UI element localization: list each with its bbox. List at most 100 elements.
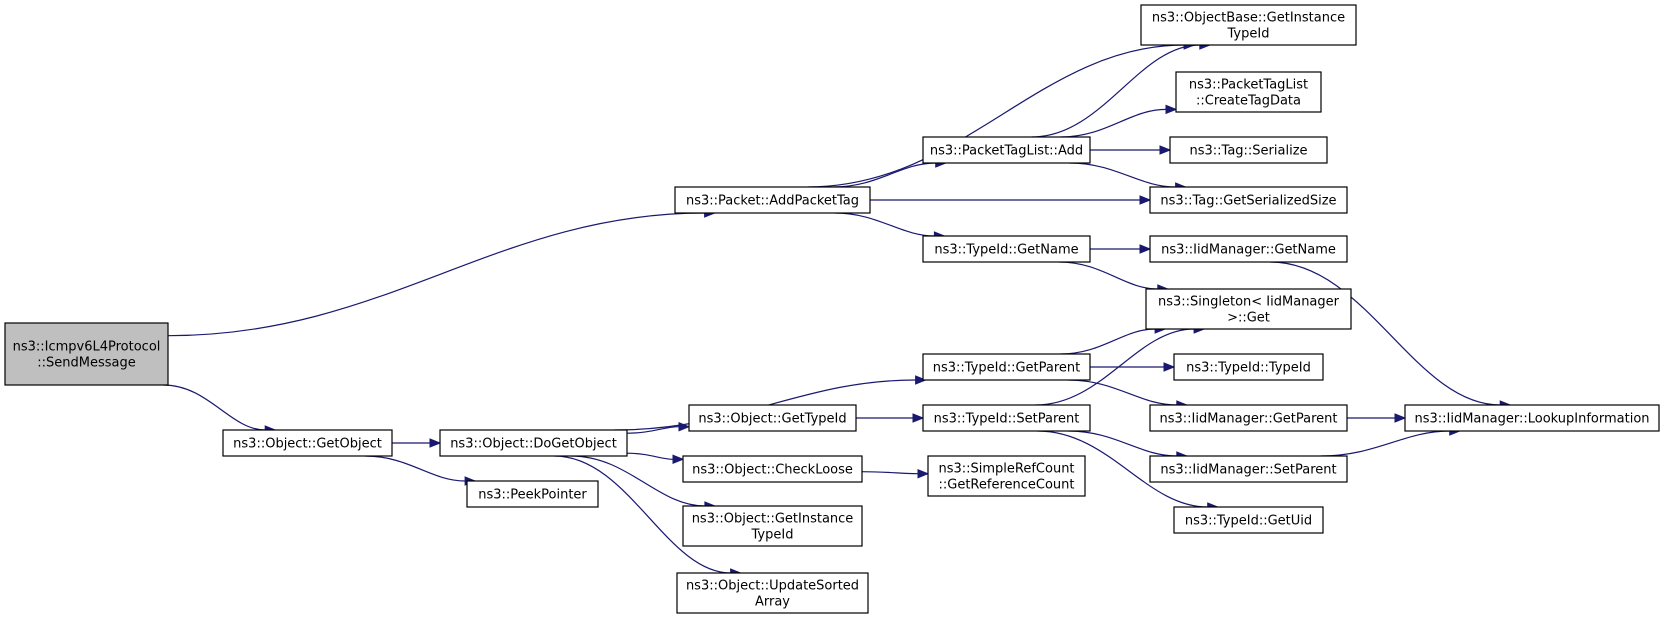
- node-label-line: ns3::Tag::Serialize: [1189, 144, 1307, 159]
- node-get-reference-count[interactable]: ns3::SimpleRefCount::GetReferenceCount: [927, 455, 1086, 497]
- node-type-id-get-name[interactable]: ns3::TypeId::GetName: [922, 235, 1091, 263]
- edge-arrowhead: [1139, 244, 1152, 254]
- node-do-get-object[interactable]: ns3::Object::DoGetObject: [439, 429, 628, 457]
- node-label-line: TypeId: [1227, 27, 1270, 42]
- node-label-line: ns3::TypeId::GetUid: [1185, 514, 1312, 529]
- node-tag-get-serialized-size[interactable]: ns3::Tag::GetSerializedSize: [1149, 186, 1348, 214]
- edge-get-object-to-do-get-object: [392, 438, 442, 448]
- edge-arrowhead: [917, 468, 930, 479]
- edge-arrowhead: [1139, 195, 1152, 205]
- node-box: [922, 404, 1091, 432]
- node-label-line: ns3::TypeId::GetName: [934, 243, 1078, 258]
- node-peek-pointer[interactable]: ns3::PeekPointer: [466, 480, 599, 508]
- node-label-line: ns3::SimpleRefCount: [938, 462, 1074, 477]
- node-label-line: ns3::Singleton< IidManager: [1158, 295, 1340, 310]
- node-label-line: ns3::Packet::AddPacketTag: [686, 194, 859, 209]
- node-box: [676, 572, 869, 614]
- node-label-line: ns3::PacketTagList: [1189, 78, 1308, 93]
- node-get-object[interactable]: ns3::Object::GetObject: [222, 429, 393, 457]
- node-label-line: ns3::PeekPointer: [478, 488, 587, 503]
- node-box: [466, 480, 599, 508]
- node-label-line: ns3::Object::GetObject: [233, 437, 382, 452]
- node-box: [688, 404, 857, 432]
- node-singleton-get[interactable]: ns3::Singleton< IidManager>::Get: [1145, 288, 1352, 330]
- node-label-line: ::GetReferenceCount: [939, 478, 1075, 493]
- node-type-id-ctor[interactable]: ns3::TypeId::TypeId: [1173, 353, 1324, 381]
- node-box: [1173, 506, 1324, 534]
- node-box: [922, 136, 1091, 164]
- edge-iid-get-parent-to-lookup-information: [1347, 413, 1407, 423]
- edge-do-get-object-to-obj-get-type-id: [626, 421, 691, 434]
- edge-tag-list-add-to-create-tag-data: [1060, 104, 1178, 138]
- node-box: [922, 353, 1091, 381]
- node-type-id-get-parent[interactable]: ns3::TypeId::GetParent: [922, 353, 1091, 381]
- edge-arrowhead: [1165, 104, 1178, 115]
- edge-line: [807, 44, 1185, 188]
- node-label-line: ns3::IidManager::GetName: [1161, 243, 1336, 258]
- node-type-id-set-parent[interactable]: ns3::TypeId::SetParent: [922, 404, 1091, 432]
- node-box: [439, 429, 628, 457]
- node-tag-list-add[interactable]: ns3::PacketTagList::Add: [922, 136, 1091, 164]
- node-box: [674, 186, 871, 214]
- node-label-line: ns3::IidManager::GetParent: [1159, 412, 1337, 427]
- edge-line: [167, 212, 705, 337]
- node-add-packet-tag[interactable]: ns3::Packet::AddPacketTag: [674, 186, 871, 214]
- node-box: [927, 455, 1086, 497]
- node-box: [1169, 136, 1328, 164]
- node-box: [682, 455, 863, 483]
- edge-type-id-get-parent-to-type-id-ctor: [1090, 362, 1176, 372]
- node-label-line: ns3::TypeId::GetParent: [933, 361, 1081, 376]
- edge-add-packet-tag-to-obj-base-get-instance-type-id: [807, 40, 1196, 188]
- node-box: [222, 429, 393, 457]
- node-box: [4, 322, 169, 386]
- node-create-tag-data[interactable]: ns3::PacketTagList::CreateTagData: [1175, 71, 1322, 113]
- edge-line: [1060, 328, 1156, 355]
- node-label-line: ns3::Tag::GetSerializedSize: [1160, 194, 1336, 209]
- edge-type-id-get-name-to-iid-get-name: [1090, 244, 1152, 254]
- node-check-loose[interactable]: ns3::Object::CheckLoose: [682, 455, 863, 483]
- node-iid-get-name[interactable]: ns3::IidManager::GetName: [1149, 235, 1348, 263]
- edge-line: [626, 426, 680, 434]
- node-get-uid[interactable]: ns3::TypeId::GetUid: [1173, 506, 1324, 534]
- edge-line: [1058, 261, 1158, 290]
- node-label-line: ns3::TypeId::TypeId: [1186, 361, 1311, 376]
- edge-line: [163, 384, 266, 431]
- node-box: [1175, 71, 1322, 113]
- node-label-line: ns3::IidManager::SetParent: [1160, 463, 1336, 478]
- edge-line: [554, 455, 731, 574]
- edge-arrowhead: [1163, 362, 1176, 372]
- edge-type-id-get-name-to-singleton-get: [1058, 261, 1170, 294]
- node-label-line: Array: [755, 595, 790, 610]
- node-root[interactable]: ns3::Icmpv6L4Protocol::SendMessage: [4, 322, 169, 386]
- node-label-line: TypeId: [751, 528, 794, 543]
- edge-check-loose-to-get-reference-count: [861, 468, 930, 479]
- edge-line: [364, 455, 466, 482]
- node-box: [1149, 404, 1348, 432]
- edge-line: [1320, 430, 1450, 457]
- node-box: [1173, 353, 1324, 381]
- edge-tag-list-add-to-tag-serialize: [1089, 145, 1172, 155]
- node-label-line: ns3::Object::UpdateSorted: [686, 579, 859, 594]
- node-label-line: ::CreateTagData: [1196, 94, 1301, 109]
- edge-line: [834, 212, 935, 237]
- edge-get-object-to-peek-pointer: [364, 455, 477, 486]
- node-lookup-information[interactable]: ns3::IidManager::LookupInformation: [1404, 404, 1660, 432]
- edge-arrowhead: [912, 413, 925, 423]
- edge-line: [1270, 261, 1501, 406]
- node-label-line: ns3::Object::GetTypeId: [698, 412, 846, 427]
- edge-iid-get-name-to-lookup-information: [1270, 261, 1512, 410]
- node-box: [1149, 235, 1348, 263]
- node-iid-set-parent[interactable]: ns3::IidManager::SetParent: [1149, 455, 1348, 483]
- node-obj-get-type-id[interactable]: ns3::Object::GetTypeId: [688, 404, 857, 432]
- node-label-line: ns3::Object::DoGetObject: [450, 437, 617, 452]
- node-box: [682, 505, 863, 547]
- node-iid-get-parent[interactable]: ns3::IidManager::GetParent: [1149, 404, 1348, 432]
- node-tag-serialize[interactable]: ns3::Tag::Serialize: [1169, 136, 1328, 164]
- edge-arrowhead: [672, 454, 685, 465]
- node-box: [1404, 404, 1660, 432]
- edge-arrowhead: [915, 375, 927, 385]
